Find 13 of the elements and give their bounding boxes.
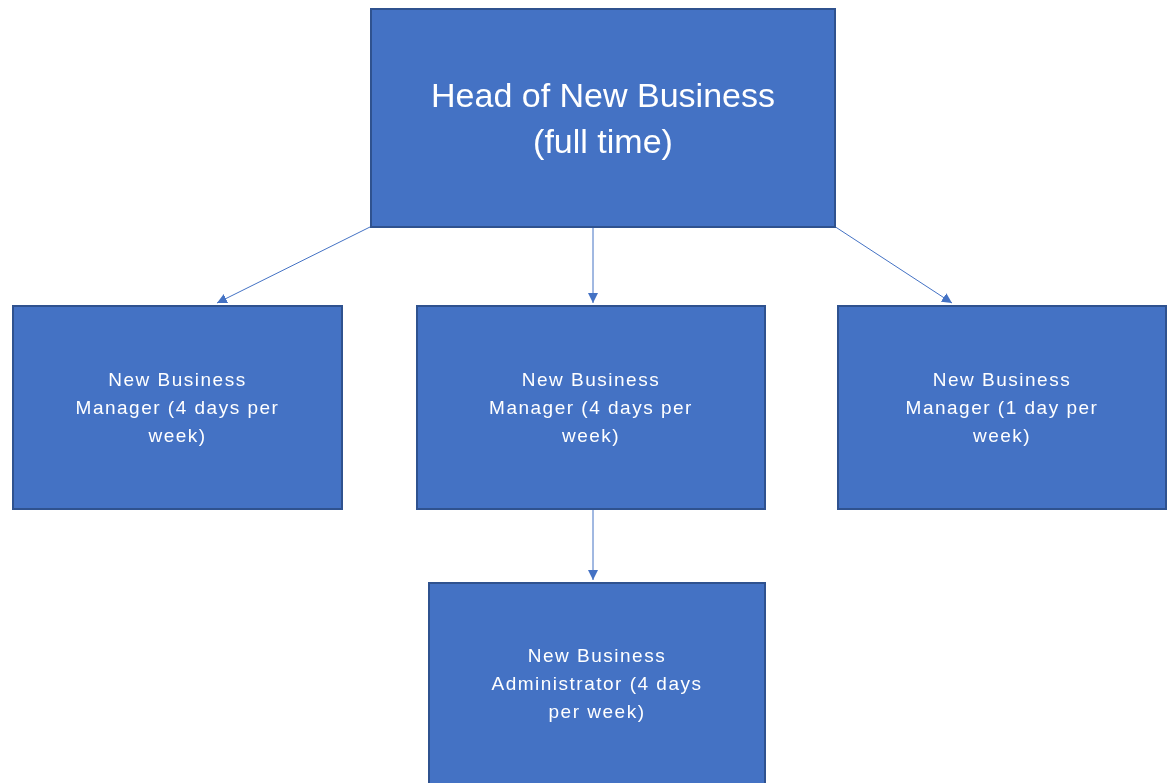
org-box bbox=[416, 305, 766, 510]
arrow bbox=[588, 227, 598, 304]
role-title: New Business Manager (1 day per week) bbox=[904, 367, 1100, 448]
role-title: New Business Manager (4 days per week) bbox=[488, 367, 694, 448]
role-title: New Business Manager (4 days per week) bbox=[74, 367, 281, 448]
role-title: New Business Administrator (4 days per week) bbox=[490, 643, 704, 724]
arrow bbox=[588, 509, 598, 581]
org-box bbox=[837, 305, 1167, 510]
org-box bbox=[12, 305, 343, 510]
role-title: Head of New Business (full time) bbox=[430, 75, 776, 162]
org-box bbox=[370, 8, 836, 228]
arrow bbox=[833, 225, 953, 304]
org-box bbox=[428, 582, 766, 783]
